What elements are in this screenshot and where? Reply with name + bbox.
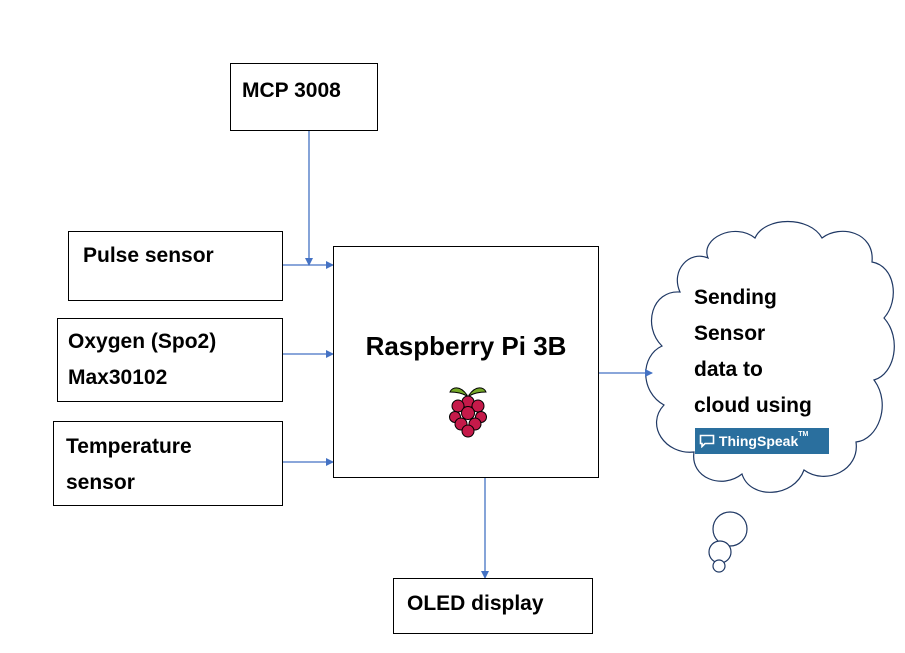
- raspberry-pi-box: Raspberry Pi 3B: [333, 246, 599, 478]
- cloud-text: Sending Sensor data to cloud using: [694, 280, 834, 424]
- raspberry-pi-logo-icon: [449, 387, 487, 438]
- cloud-text-line1: Sending: [694, 286, 777, 309]
- mcp3008-box: MCP 3008: [230, 63, 378, 131]
- oxygen-sensor-label-line2: Max30102: [68, 366, 168, 389]
- temperature-sensor-label-line1: Temperature: [66, 435, 192, 458]
- cloud-shape: [645, 220, 895, 573]
- cloud-text-line4: cloud using: [694, 394, 812, 417]
- thingspeak-logo: ThingSpeakTM: [695, 428, 829, 454]
- thingspeak-label: ThingSpeak: [718, 433, 799, 449]
- mcp3008-label: MCP 3008: [242, 79, 341, 102]
- cloud-text-line3: data to: [694, 358, 763, 381]
- thingspeak-trademark: TM: [798, 431, 809, 438]
- pulse-sensor-label: Pulse sensor: [83, 244, 214, 267]
- temperature-sensor-label-line2: sensor: [66, 471, 135, 494]
- oled-display-box: OLED display: [393, 578, 593, 634]
- cloud-text-line2: Sensor: [694, 322, 766, 345]
- raspberry-pi-label: Raspberry Pi 3B: [365, 331, 567, 361]
- oxygen-sensor-label-line1: Oxygen (Spo2): [68, 330, 217, 353]
- oled-display-label: OLED display: [407, 592, 544, 615]
- pulse-sensor-box: Pulse sensor: [68, 231, 283, 301]
- temperature-sensor-box: Temperature sensor: [53, 421, 283, 506]
- speech-bubble-icon: [699, 434, 715, 448]
- oxygen-sensor-box: Oxygen (Spo2) Max30102: [57, 318, 283, 402]
